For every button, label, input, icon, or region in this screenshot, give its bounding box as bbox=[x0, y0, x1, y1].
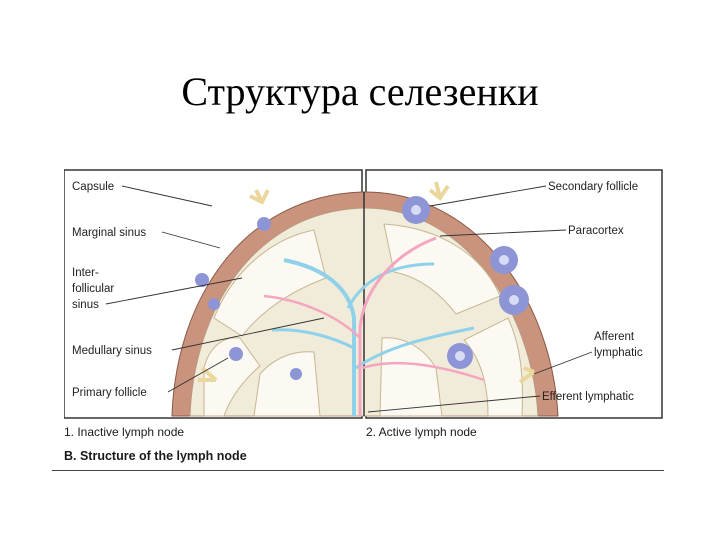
afferent-lymphatic-vessel bbox=[198, 366, 218, 382]
leader-line bbox=[121, 185, 213, 207]
vein-vessel bbox=[271, 328, 355, 350]
right-labels: Secondary follicle Paracortex Afferent l… bbox=[367, 181, 643, 413]
caption-inactive: 1. Inactive lymph node bbox=[64, 425, 184, 439]
germinal-center bbox=[455, 351, 465, 361]
primary-follicle bbox=[208, 298, 220, 310]
vein-vessel bbox=[283, 258, 356, 416]
primary-follicle bbox=[257, 217, 271, 231]
label-interfollicular-3: sinus bbox=[72, 299, 99, 311]
afferent-lymphatic-vessel bbox=[518, 366, 536, 384]
label-medullary-sinus: Medullary sinus bbox=[72, 345, 152, 357]
label-interfollicular-1: Inter- bbox=[72, 267, 99, 279]
primary-follicle bbox=[195, 273, 209, 287]
vein-vessel bbox=[355, 326, 475, 370]
caption-structure: B. Structure of the lymph node bbox=[64, 449, 247, 463]
lymph-node-body bbox=[171, 181, 559, 417]
germinal-center bbox=[499, 255, 509, 265]
sinus-compartment bbox=[203, 337, 261, 417]
sinus-compartment bbox=[253, 351, 321, 417]
artery-vessel bbox=[263, 294, 361, 339]
leader-line bbox=[429, 185, 547, 207]
left-labels: Capsule Marginal sinus Inter- follicular… bbox=[72, 181, 325, 399]
leader-line bbox=[367, 395, 541, 413]
lymph-node-figure: Capsule Marginal sinus Inter- follicular… bbox=[64, 168, 664, 468]
lymph-node-diagram: Capsule Marginal sinus Inter- follicular… bbox=[64, 169, 663, 463]
leader-line bbox=[105, 277, 243, 305]
label-primary-follicle: Primary follicle bbox=[72, 387, 147, 399]
afferent-lymphatic-vessel bbox=[428, 181, 450, 201]
primary-follicle bbox=[290, 368, 302, 380]
label-efferent-lymphatic: Efferent lymphatic bbox=[542, 391, 634, 403]
bottom-rule bbox=[52, 470, 664, 471]
germinal-center bbox=[509, 295, 519, 305]
sinus-compartment bbox=[213, 229, 327, 337]
label-marginal-sinus: Marginal sinus bbox=[72, 227, 146, 239]
label-capsule: Capsule bbox=[72, 181, 114, 193]
germinal-center bbox=[411, 205, 421, 215]
leader-line bbox=[439, 229, 567, 237]
label-afferent-2: lymphatic bbox=[594, 347, 643, 359]
artery-vessel bbox=[361, 361, 485, 382]
leader-line bbox=[167, 357, 229, 393]
label-secondary-follicle: Secondary follicle bbox=[548, 181, 638, 193]
slide-title: Структура селезенки bbox=[181, 69, 539, 114]
primary-follicle bbox=[229, 347, 243, 361]
label-paracortex: Paracortex bbox=[568, 225, 624, 237]
leader-line bbox=[161, 231, 221, 249]
caption-active: 2. Active lymph node bbox=[366, 425, 477, 439]
label-afferent-1: Afferent bbox=[594, 331, 635, 343]
leader-line bbox=[171, 317, 325, 351]
afferent-lymphatic-vessel bbox=[249, 189, 270, 205]
sinus-compartment bbox=[463, 317, 523, 417]
artery-vessel bbox=[358, 236, 437, 416]
label-interfollicular-2: follicular bbox=[72, 283, 114, 295]
leader-line bbox=[533, 351, 593, 375]
sinus-compartment bbox=[379, 337, 443, 417]
